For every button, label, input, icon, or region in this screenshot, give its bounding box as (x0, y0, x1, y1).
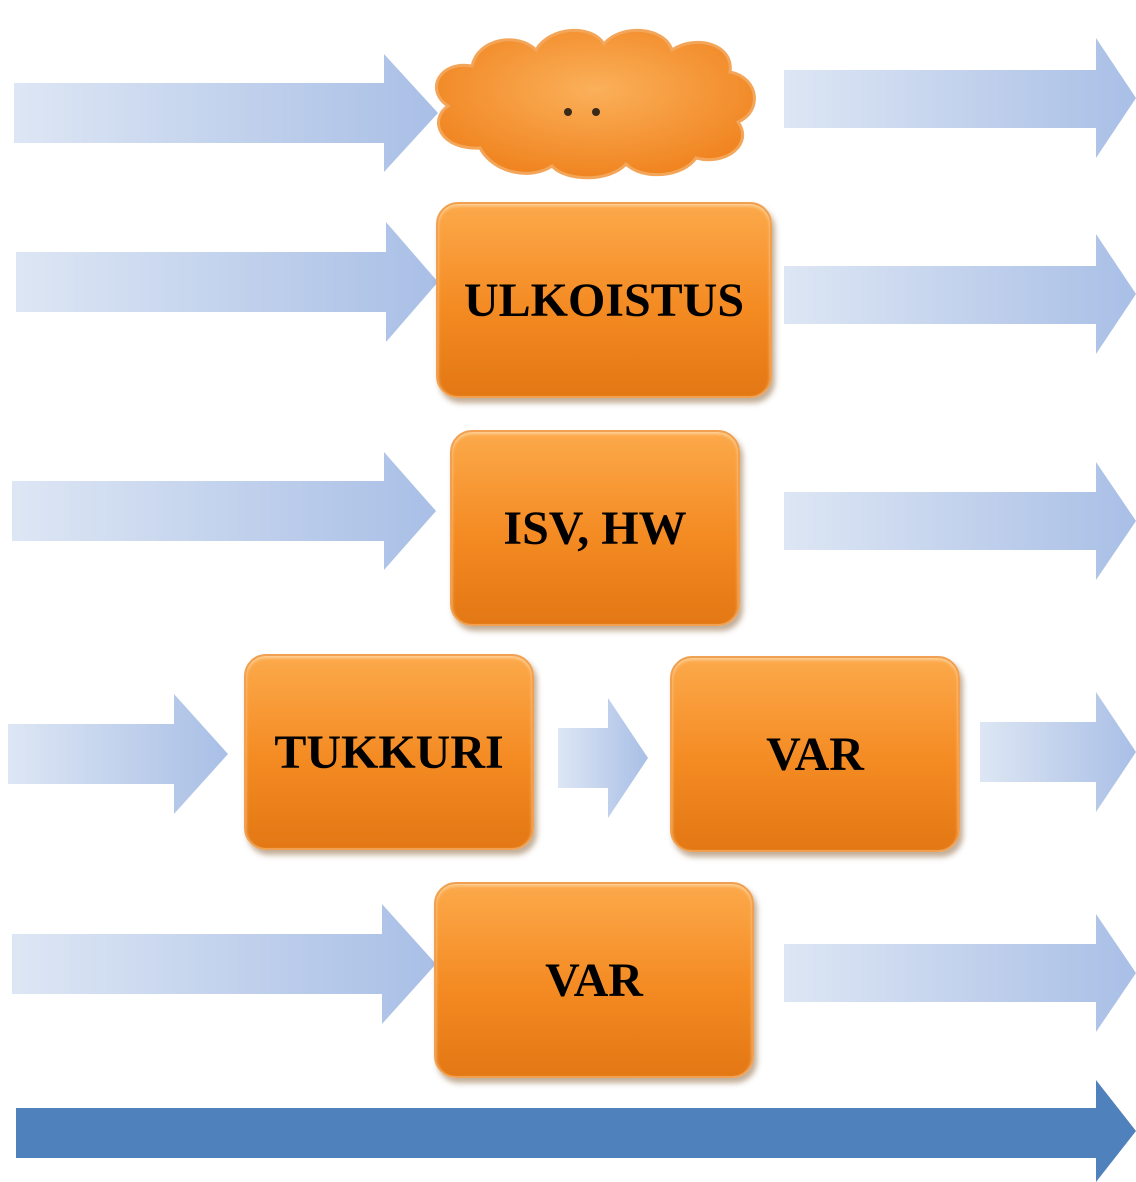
node-var-row5: VAR (434, 882, 754, 1078)
arrow-out-row3 (784, 462, 1136, 580)
arrow-in-row5 (12, 904, 436, 1024)
arrow-out-row2 (784, 234, 1136, 354)
node-var-row4-label: VAR (766, 727, 864, 781)
node-wholesaler: TUKKURI (244, 654, 534, 850)
node-outsourcing-label: ULKOISTUS (463, 273, 745, 327)
node-var-row5-label: VAR (545, 953, 643, 1007)
arrow-out-row4 (980, 692, 1136, 812)
arrow-in-row3 (12, 452, 436, 570)
node-isv-hw-label: ISV, HW (503, 501, 687, 555)
arrow-bottom-full (16, 1080, 1136, 1182)
arrow-in-row4 (8, 694, 228, 814)
arrow-out-row1 (784, 38, 1136, 158)
node-isv-hw: ISV, HW (450, 430, 740, 626)
arrow-in-row1 (14, 54, 438, 172)
arrow-out-row5 (784, 914, 1136, 1032)
arrow-in-row2 (16, 222, 438, 342)
node-wholesaler-label: TUKKURI (274, 725, 504, 779)
node-outsourcing: ULKOISTUS (436, 202, 772, 398)
arrow-between-row4 (558, 698, 648, 818)
cloud-shape (435, 29, 756, 180)
node-var-row4: VAR (670, 656, 960, 852)
